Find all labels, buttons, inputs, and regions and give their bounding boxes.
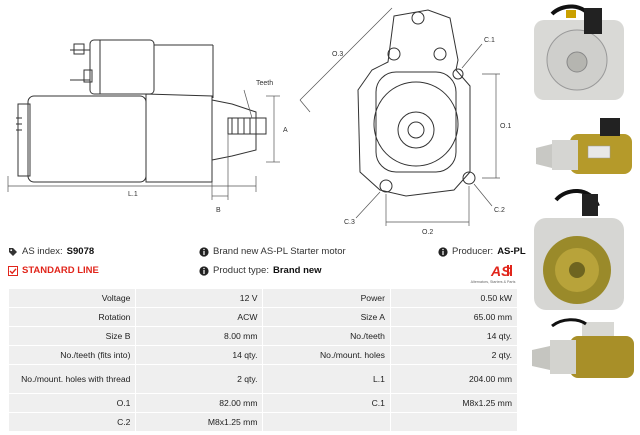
brand-new-text: Brand new AS-PL Starter motor: [213, 246, 346, 257]
spec-value: 82.00 mm: [136, 394, 263, 412]
table-row: O.1 82.00 mm C.1 M8x1.25 mm: [9, 394, 517, 412]
spec-key: Voltage: [9, 289, 136, 307]
spec-value: 65.00 mm: [390, 308, 517, 326]
as-pl-logo: AS Alternators, Starters & Parts: [471, 263, 516, 284]
motor-body-outline: [27, 95, 147, 183]
spec-key: C.1: [263, 394, 390, 412]
spec-key: [263, 413, 390, 431]
table-row: No./mount. holes with thread 2 qty. L.1 …: [9, 365, 517, 393]
spec-value: 14 qty.: [136, 346, 263, 364]
technical-drawing: Teeth A B L.1 O.3 C.1 O.1 C.2 C.3 O.2: [7, 7, 511, 236]
spec-key: Rotation: [9, 308, 136, 326]
logo-subtitle: Alternators, Starters & Parts: [471, 280, 516, 284]
spec-key: No./teeth (fits into): [9, 346, 136, 364]
dim-teeth-label: Teeth: [256, 80, 273, 87]
spec-value: ACW: [136, 308, 263, 326]
producer-line: Producer: AS-PL: [438, 246, 526, 257]
info-icon: [438, 246, 448, 257]
table-row: Rotation ACW Size A 65.00 mm: [9, 308, 517, 326]
spec-value: M8x1.25 mm: [136, 413, 263, 431]
dim-b-label: B: [216, 207, 221, 214]
brand-new-line: Brand new AS-PL Starter motor: [199, 246, 346, 257]
dim-c3-label: C.3: [344, 219, 355, 226]
dim-c1-label: C.1: [484, 37, 495, 44]
spec-value: M8x1.25 mm: [390, 394, 517, 412]
product-photos: [532, 4, 634, 378]
dim-o3-label: O.3: [332, 51, 343, 58]
spec-key: No./mount. holes with thread: [9, 365, 136, 393]
standard-line-label: STANDARD LINE: [22, 265, 99, 276]
spec-key: No./mount. holes: [263, 346, 390, 364]
table-row: Size B 8.00 mm No./teeth 14 qty.: [9, 327, 517, 345]
dim-o2-label: O.2: [422, 229, 433, 236]
photo-starter-front[interactable]: [534, 4, 624, 100]
producer-label: Producer:: [452, 246, 494, 257]
spec-value: 0.50 kW: [390, 289, 517, 307]
spec-key: No./teeth: [263, 327, 390, 345]
spec-key: L.1: [263, 365, 390, 393]
product-type-value: Brand new: [272, 265, 322, 276]
spec-key: O.1: [9, 394, 136, 412]
tag-icon: [9, 247, 17, 256]
specs-table: Voltage 12 V Power 0.50 kW Rotation ACW …: [8, 288, 518, 432]
dim-c2-label: C.2: [494, 207, 505, 214]
spec-key: C.2: [9, 413, 136, 431]
spec-key: Size A: [263, 308, 390, 326]
info-icon: [199, 246, 209, 257]
solenoid-outline: [89, 39, 155, 95]
producer-value: AS-PL: [497, 246, 526, 257]
dim-a-label: A: [283, 127, 288, 134]
as-index-line: AS index: S9078: [8, 246, 94, 257]
standard-line: STANDARD LINE: [8, 265, 99, 276]
spec-value: 2 qty.: [136, 365, 263, 393]
spec-value: 8.00 mm: [136, 327, 263, 345]
spec-key: Power: [263, 289, 390, 307]
spec-value: [390, 413, 517, 431]
checkbox-icon: [8, 265, 18, 276]
table-row: No./teeth (fits into) 14 qty. No./mount.…: [9, 346, 517, 364]
photo-starter-rear[interactable]: [534, 189, 624, 310]
spec-value: 12 V: [136, 289, 263, 307]
photo-starter-side[interactable]: [536, 118, 632, 174]
as-index-value: S9078: [66, 246, 95, 257]
product-type-label: Product type:: [213, 265, 269, 276]
spec-key: Size B: [9, 327, 136, 345]
spec-value: 204.00 mm: [390, 365, 517, 393]
photo-starter-top[interactable]: [532, 318, 634, 378]
dim-o1-label: O.1: [500, 123, 511, 130]
table-row: C.2 M8x1.25 mm: [9, 413, 517, 431]
table-row: Voltage 12 V Power 0.50 kW: [9, 289, 517, 307]
product-type-line: Product type: Brand new: [199, 265, 322, 276]
as-index-label: AS index:: [22, 246, 63, 257]
spec-value: 2 qty.: [390, 346, 517, 364]
dim-l1-label: L.1: [128, 191, 138, 198]
spec-value: 14 qty.: [390, 327, 517, 345]
info-icon: [199, 265, 209, 276]
logo-text: AS: [490, 263, 511, 279]
